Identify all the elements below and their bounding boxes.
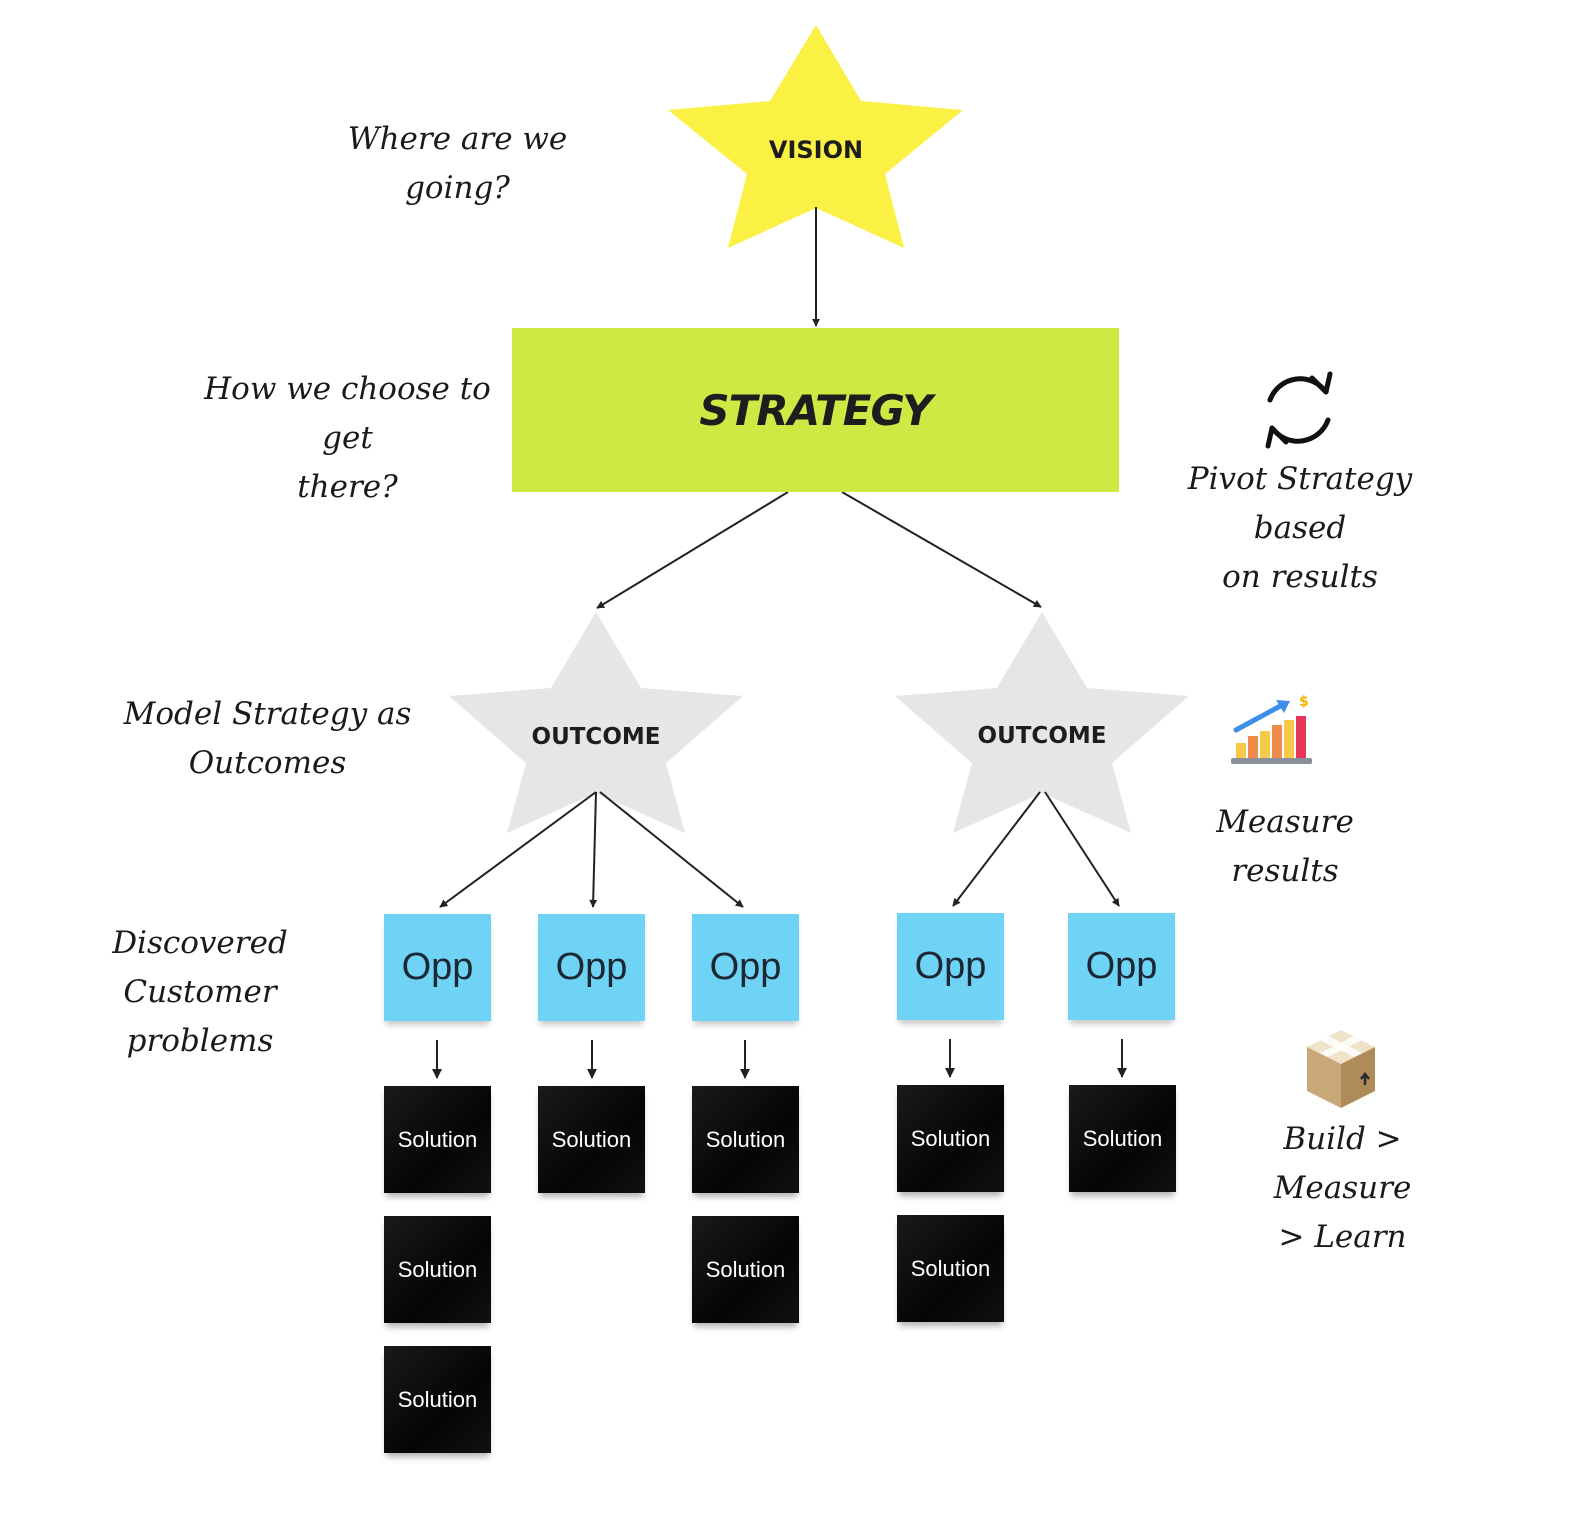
annotation-strategy-line1: How we choose to get xyxy=(204,371,491,456)
outcome-label-right: OUTCOME xyxy=(978,723,1107,749)
opp-label: Opp xyxy=(1085,945,1158,987)
annotation-vision: Where are we going? xyxy=(300,115,615,213)
growth-chart-icon: $ xyxy=(1231,694,1312,764)
solution-label: Solution xyxy=(551,1126,632,1152)
refresh-icon xyxy=(1265,371,1333,449)
annotation-strategy: How we choose to get there? xyxy=(185,365,510,512)
annotation-build: Build > Measure > Learn xyxy=(1220,1115,1465,1262)
solution-label: Solution xyxy=(705,1126,786,1152)
annotation-pivot: Pivot Strategy based on results xyxy=(1145,455,1455,602)
solution-label: Solution xyxy=(397,1126,478,1152)
annotation-measure-text: Measure results xyxy=(1216,804,1354,889)
opp-note-3: Opp xyxy=(692,914,799,1021)
solution-label: Solution xyxy=(705,1256,786,1282)
solution-note: Solution xyxy=(384,1346,491,1453)
opp-label: Opp xyxy=(709,946,782,988)
opp-label: Opp xyxy=(914,945,987,987)
arrow-outcome-opp-2 xyxy=(589,791,598,908)
outcome-star-left xyxy=(449,612,743,833)
solution-note: Solution xyxy=(692,1216,799,1323)
arrow-strategy-outcome-right xyxy=(841,491,1042,608)
solution-note: Solution xyxy=(384,1216,491,1323)
solution-note: Solution xyxy=(897,1085,1004,1192)
arrow-strategy-outcome-left xyxy=(596,491,789,609)
opp-note-1: Opp xyxy=(384,914,491,1021)
annotation-measure: Measure results xyxy=(1160,798,1410,896)
arrow-outcome-opp-5 xyxy=(1044,791,1120,907)
outcome-star-right xyxy=(895,612,1189,833)
opp-label: Opp xyxy=(555,946,628,988)
annotation-build-line1: Build > Measure xyxy=(1273,1121,1412,1206)
annotation-build-line2: > Learn xyxy=(1278,1219,1407,1255)
vision-label: VISION xyxy=(769,136,863,164)
annotation-outcomes-line1: Model Strategy as xyxy=(123,696,412,732)
annotation-opps: Discovered Customer problems xyxy=(40,919,360,1066)
solution-note: Solution xyxy=(897,1215,1004,1322)
solution-label: Solution xyxy=(397,1386,478,1412)
solution-label: Solution xyxy=(910,1125,991,1151)
opp-note-5: Opp xyxy=(1068,913,1175,1020)
solution-note: Solution xyxy=(384,1086,491,1193)
annotation-pivot-line2: on results xyxy=(1222,559,1378,595)
package-box-icon xyxy=(1307,1030,1375,1108)
annotation-strategy-line2: there? xyxy=(297,469,398,505)
arrow-outcome-opp-1 xyxy=(439,791,597,908)
vision-star xyxy=(668,25,963,248)
solution-note: Solution xyxy=(538,1086,645,1193)
solution-label: Solution xyxy=(397,1256,478,1282)
annotation-vision-text: Where are we going? xyxy=(347,121,568,206)
opp-label: Opp xyxy=(401,946,474,988)
solution-note: Solution xyxy=(692,1086,799,1193)
solution-label: Solution xyxy=(1082,1125,1163,1151)
opp-note-4: Opp xyxy=(897,913,1004,1020)
arrow-outcome-opp-3 xyxy=(599,791,744,908)
arrow-outcome-opp-4 xyxy=(952,791,1041,907)
strategy-label: STRATEGY xyxy=(699,385,932,435)
annotation-opps-line1: Discovered Customer xyxy=(112,925,288,1010)
strategy-box: STRATEGY xyxy=(512,328,1119,492)
annotation-outcomes: Model Strategy as Outcomes xyxy=(115,690,420,788)
annotation-opps-line2: problems xyxy=(126,1023,274,1059)
solution-note: Solution xyxy=(1069,1085,1176,1192)
outcome-label-left: OUTCOME xyxy=(532,724,661,750)
opp-note-2: Opp xyxy=(538,914,645,1021)
svg-text:$: $ xyxy=(1299,694,1309,710)
annotation-pivot-line1: Pivot Strategy based xyxy=(1187,461,1413,546)
annotation-outcomes-line2: Outcomes xyxy=(188,745,347,781)
solution-label: Solution xyxy=(910,1255,991,1281)
